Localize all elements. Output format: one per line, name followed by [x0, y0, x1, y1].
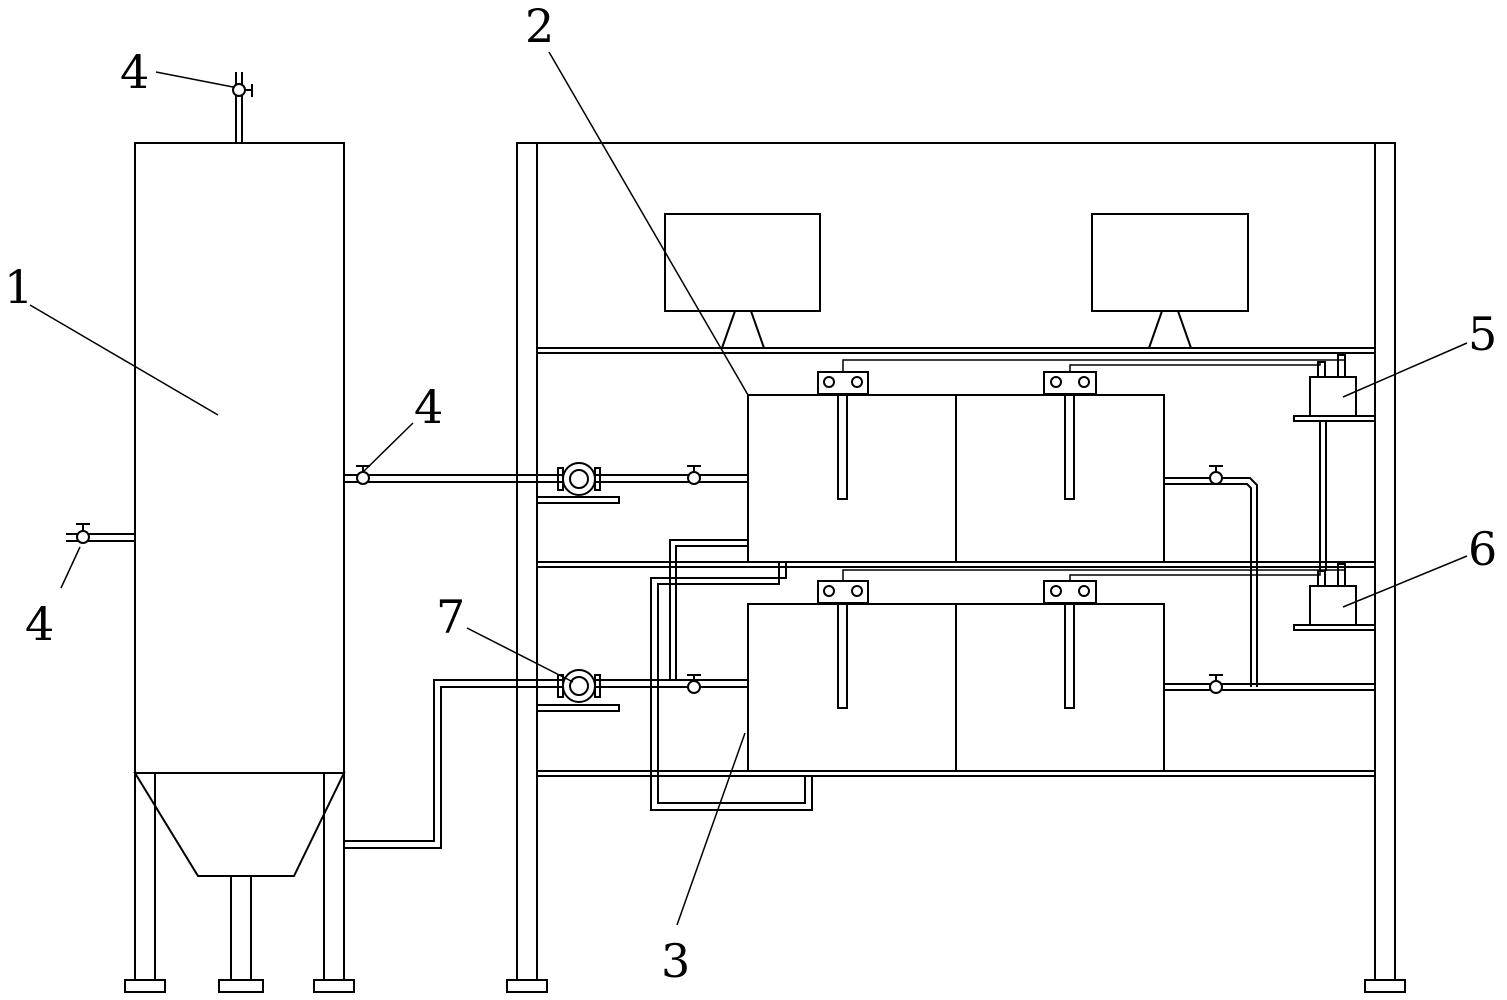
valve-lower-outlet-icon [1209, 674, 1223, 694]
support-frame [506, 142, 1406, 993]
lower-tank-group [747, 580, 1165, 772]
monitor-right [1091, 213, 1249, 349]
label-lower-dosing-unit: 6 [1468, 522, 1497, 576]
dosing-lines [842, 355, 1346, 581]
valve-left-icon [66, 523, 135, 544]
label-tank: 1 [4, 260, 33, 314]
label-pump: 7 [436, 590, 465, 644]
dosing-unit-upper [1293, 354, 1376, 422]
label-valve-top: 4 [120, 45, 149, 99]
valve-top-icon [232, 83, 253, 97]
pump-lower-icon [536, 669, 620, 712]
monitor-left [664, 213, 821, 349]
valve-upper-outlet-icon [1209, 465, 1223, 485]
upper-tank-group [747, 371, 1165, 563]
storage-tank [124, 72, 355, 993]
pump-upper-icon [536, 462, 620, 504]
valve-lower-inlet-icon [687, 674, 701, 694]
piping [344, 474, 1375, 849]
label-valve-side: 4 [414, 380, 443, 434]
valve-upper-inlet-icon [687, 465, 701, 485]
label-upper-dosing-unit: 5 [1468, 307, 1497, 361]
label-upper-tank-group: 2 [525, 0, 554, 53]
leader-lines [29, 51, 1468, 926]
label-lower-tank-group: 3 [661, 934, 690, 988]
valve-side-icon [356, 465, 370, 485]
label-valve-left: 4 [25, 597, 54, 651]
dosing-unit-lower [1293, 421, 1376, 631]
